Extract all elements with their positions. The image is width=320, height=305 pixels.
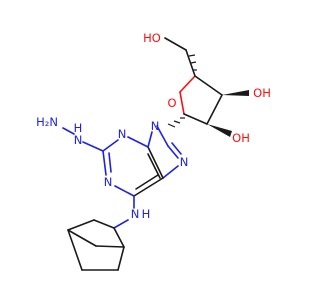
molecule-svg: HO OH OH O N N N N H₂N H N N H (36, 31, 271, 271)
wedge-c2-oh (207, 124, 232, 137)
atom-label-oh-c2: OH (232, 131, 250, 145)
bond-c3-c4 (194, 75, 223, 96)
bond-nb-5 (117, 246, 125, 271)
atom-label-hydrazine-h: H (74, 121, 83, 135)
bond-o4-c1 (179, 91, 185, 115)
atom-label-amine-h: H (142, 207, 151, 221)
bond-c4-n3 (127, 136, 149, 148)
bond-c4-c5-double (147, 153, 161, 179)
hash-c1-n9 (167, 117, 185, 128)
bond-n7-c5 (162, 165, 179, 179)
bond-nh-norbornyl (113, 219, 129, 229)
molecule-structure-canvas: HO OH OH O N N N N H₂N H N N H (36, 31, 271, 271)
bond-nb-bridge-b (67, 229, 97, 247)
atom-label-ring-o: O (167, 96, 176, 110)
atom-label-oh-c3: OH (253, 86, 271, 100)
bond-nb-3 (67, 229, 83, 271)
bond-c2-n1-double (108, 152, 112, 173)
atom-label-amine-n: N (131, 207, 140, 221)
atom-label-h2n: H₂N (36, 115, 58, 129)
bond-nb-2 (67, 219, 95, 231)
bond-c8-n7 (167, 145, 179, 159)
wedge-c3-oh (222, 90, 249, 96)
atom-label-n3: N (118, 127, 127, 141)
bond-c2-c3 (206, 94, 223, 125)
atom-label-hydrazine-n: N (74, 133, 83, 147)
bond-c2-n1 (102, 150, 107, 176)
bond-c5-o5 (164, 37, 187, 51)
atom-label-ho: HO (143, 31, 161, 45)
bond-c4-c5 (185, 49, 196, 77)
atom-label-n7: N (180, 155, 189, 169)
bond-c6-c5 (133, 177, 164, 197)
bond-nb-6 (113, 227, 125, 248)
bond-nh-nh2 (62, 127, 75, 135)
atom-label-n1: N (104, 175, 113, 189)
bond-c6-c5-double (135, 174, 159, 190)
hash-c4-c5 (188, 54, 197, 71)
bond-nb-1 (93, 219, 115, 229)
bond-c8-n7-double (171, 142, 182, 155)
bond-c5-c4 (147, 146, 164, 179)
bond-n9-c8 (156, 125, 169, 147)
bond-n1-c6 (114, 185, 135, 197)
bond-c2-nh (82, 141, 104, 152)
bond-n3-c2 (102, 139, 119, 152)
bond-c1-c2 (183, 113, 208, 125)
bond-c4-o4 (179, 75, 196, 93)
atom-label-n9: N (151, 119, 160, 133)
bond-nb-bridge-a (95, 245, 125, 248)
bond-c4-n9 (147, 131, 153, 148)
